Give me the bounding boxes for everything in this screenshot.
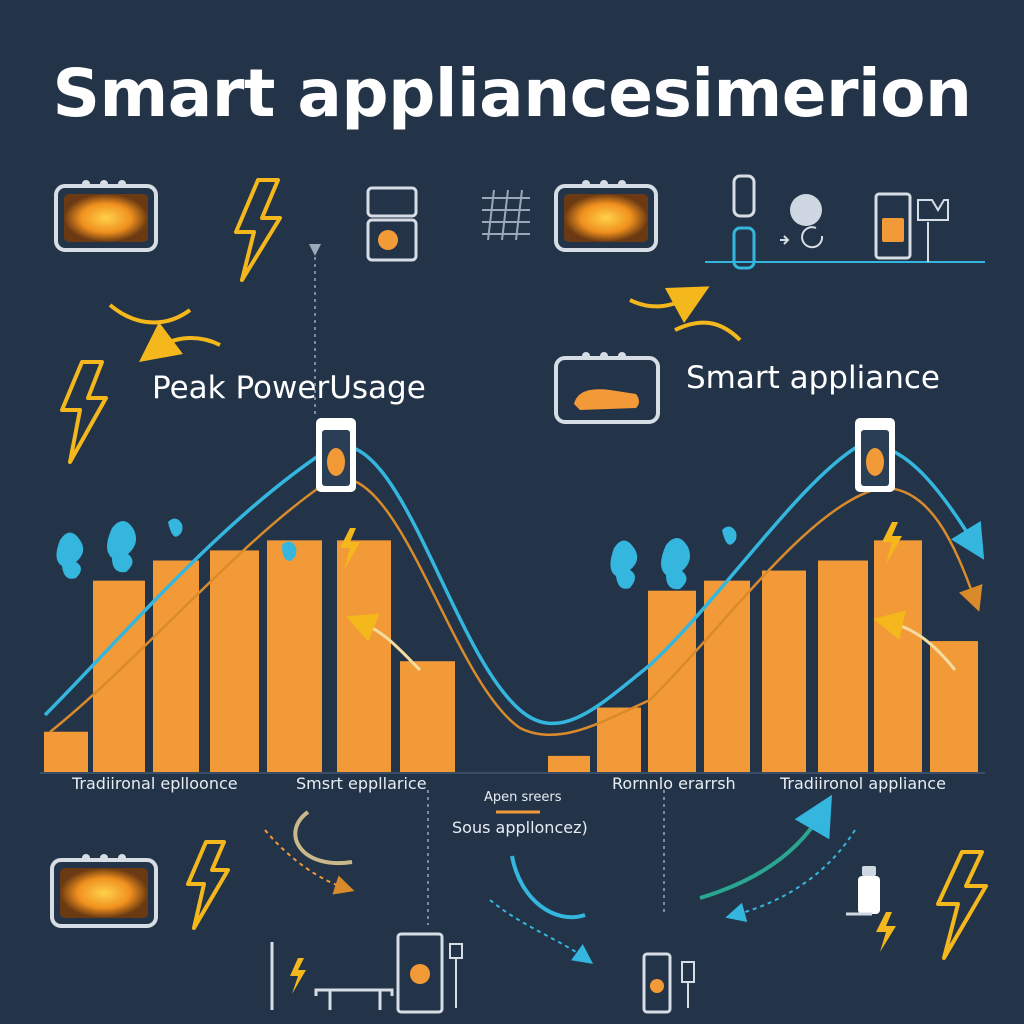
smart-appliance-mid-label: Smsrt eppllarice [296, 774, 427, 793]
lightning-icon [882, 522, 902, 564]
oven-icon [554, 180, 658, 252]
usage-bar [548, 755, 590, 772]
flow-arrow [699, 794, 833, 900]
traditional-appliance-left-label: Tradiironal eplloonce [72, 774, 238, 793]
fridge-icon [705, 174, 985, 270]
usage-bar [704, 580, 750, 772]
lightning-icon [340, 528, 360, 570]
smart-appliance-label: Smart appliance [686, 360, 940, 396]
washer-icon [780, 194, 824, 249]
energy-splash-icon [56, 518, 737, 590]
flow-arrow [264, 829, 355, 895]
usage-bar [210, 550, 259, 772]
lightning-icon [876, 912, 896, 952]
usage-bar [930, 641, 978, 772]
flow-arrow [674, 320, 742, 342]
flow-arrow [510, 855, 586, 920]
usage-bar [400, 661, 455, 772]
flow-arrow [489, 899, 594, 964]
usage-bar [93, 580, 145, 772]
flow-arrow [629, 286, 710, 324]
lightning-icon [186, 840, 230, 930]
lightning-icon [60, 360, 108, 464]
dishwasher-icon [270, 932, 463, 1014]
flow-arrow [293, 810, 353, 866]
peak-device-left-icon [316, 418, 356, 492]
bar-arrow [346, 613, 422, 672]
sous-appliance-label: Sous applloncez) [452, 818, 588, 837]
usage-bar [648, 590, 696, 772]
flow-arrow [725, 829, 856, 923]
peak-power-label: Peak PowerUsage [152, 370, 426, 406]
usage-bar [267, 540, 322, 772]
plug-icon [642, 952, 695, 1014]
page-title: Smart appliancesimerion [52, 55, 972, 132]
lightning-icon [290, 958, 306, 994]
flow-arrow [108, 303, 192, 325]
kettle-icon [846, 866, 880, 916]
remote-label: Rornnlo erarrsh [612, 774, 736, 793]
monitor-icon [366, 186, 418, 262]
usage-bar [818, 560, 868, 772]
usage-bar [153, 560, 199, 772]
oven-icon [50, 854, 158, 928]
bar-group [44, 540, 978, 772]
power-supply-icon [874, 192, 949, 262]
lightning-icon [234, 178, 282, 282]
peak-device-right-icon [855, 418, 895, 492]
smart-appliance-icon [554, 352, 660, 424]
usage-bar [762, 570, 806, 772]
usage-bar [874, 540, 922, 772]
grid-icon [482, 189, 530, 241]
usage-bar [337, 540, 391, 772]
traditional-appliance-right-label: Tradiironol appliance [780, 774, 946, 793]
open-streams-label: Apen sreers [484, 790, 562, 805]
usage-bar [44, 731, 88, 772]
usage-bar [597, 707, 641, 772]
oven-icon [54, 180, 158, 252]
bar-arrow [873, 610, 957, 671]
lightning-icon [936, 850, 988, 960]
flow-arrow [138, 322, 221, 362]
